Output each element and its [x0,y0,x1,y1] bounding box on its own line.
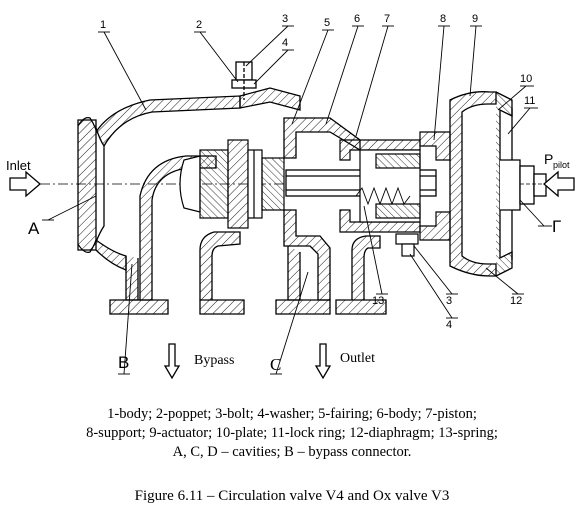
port-labels: Inlet A P pilot Г B Bypass C Outlet [6,151,570,374]
part-number: 8 [440,13,446,25]
part-number: 9 [472,13,478,25]
poppet-2 [179,139,285,229]
bypass-label: Bypass [194,353,234,368]
cavity-d-label: Г [552,217,561,236]
figure-caption: Figure 6.11 – Circulation valve V4 and O… [134,488,450,504]
bypass-arrow [163,343,181,380]
outlet-arrow [314,343,332,380]
flow-arrows [9,170,575,380]
part-number: 4 [446,319,452,331]
piston-7 [339,139,421,233]
valve-drawing: 1 2 3 4 5 6 7 8 9 10 11 12 13 3 4 Inlet … [6,13,575,380]
bolt-3-lower [395,233,419,257]
inlet-label: Inlet [6,158,31,173]
part-number: 12 [510,295,522,307]
leader-lines [42,25,552,375]
part-number: 3 [282,13,288,25]
part-number: 13 [372,295,384,307]
part-number: 11 [524,95,535,107]
legend-line: 1-body; 2-poppet; 3-bolt; 4-washer; 5-fa… [107,406,477,422]
part-number: 3 [446,295,452,307]
part-numbers: 1 2 3 4 5 6 7 8 9 10 11 12 13 3 4 [100,13,535,331]
parts-legend: 1-body; 2-poppet; 3-bolt; 4-washer; 5-fa… [0,405,584,462]
part-number: 1 [100,19,106,31]
p-pilot-subscript: pilot [553,160,570,170]
part-number: 7 [384,13,390,25]
actuator-9 [449,91,547,277]
inlet-arrow [9,170,41,198]
cavity-a-label: A [28,219,40,238]
legend-line: 8-support; 9-actuator; 10-plate; 11-lock… [86,425,498,441]
cavity-c-label: C [270,355,281,374]
body-1 [77,61,301,315]
part-number: 2 [196,19,202,31]
legend-line: A, C, D – cavities; B – bypass connector… [172,444,412,460]
p-pilot-label: P [544,151,553,167]
part-number: 5 [324,17,330,29]
pilot-arrow [543,170,575,198]
part-number: 10 [520,73,532,85]
cavity-b-label: B [118,353,129,372]
part-number: 6 [354,13,360,25]
part-number: 4 [282,37,288,49]
outlet-label: Outlet [340,351,375,366]
